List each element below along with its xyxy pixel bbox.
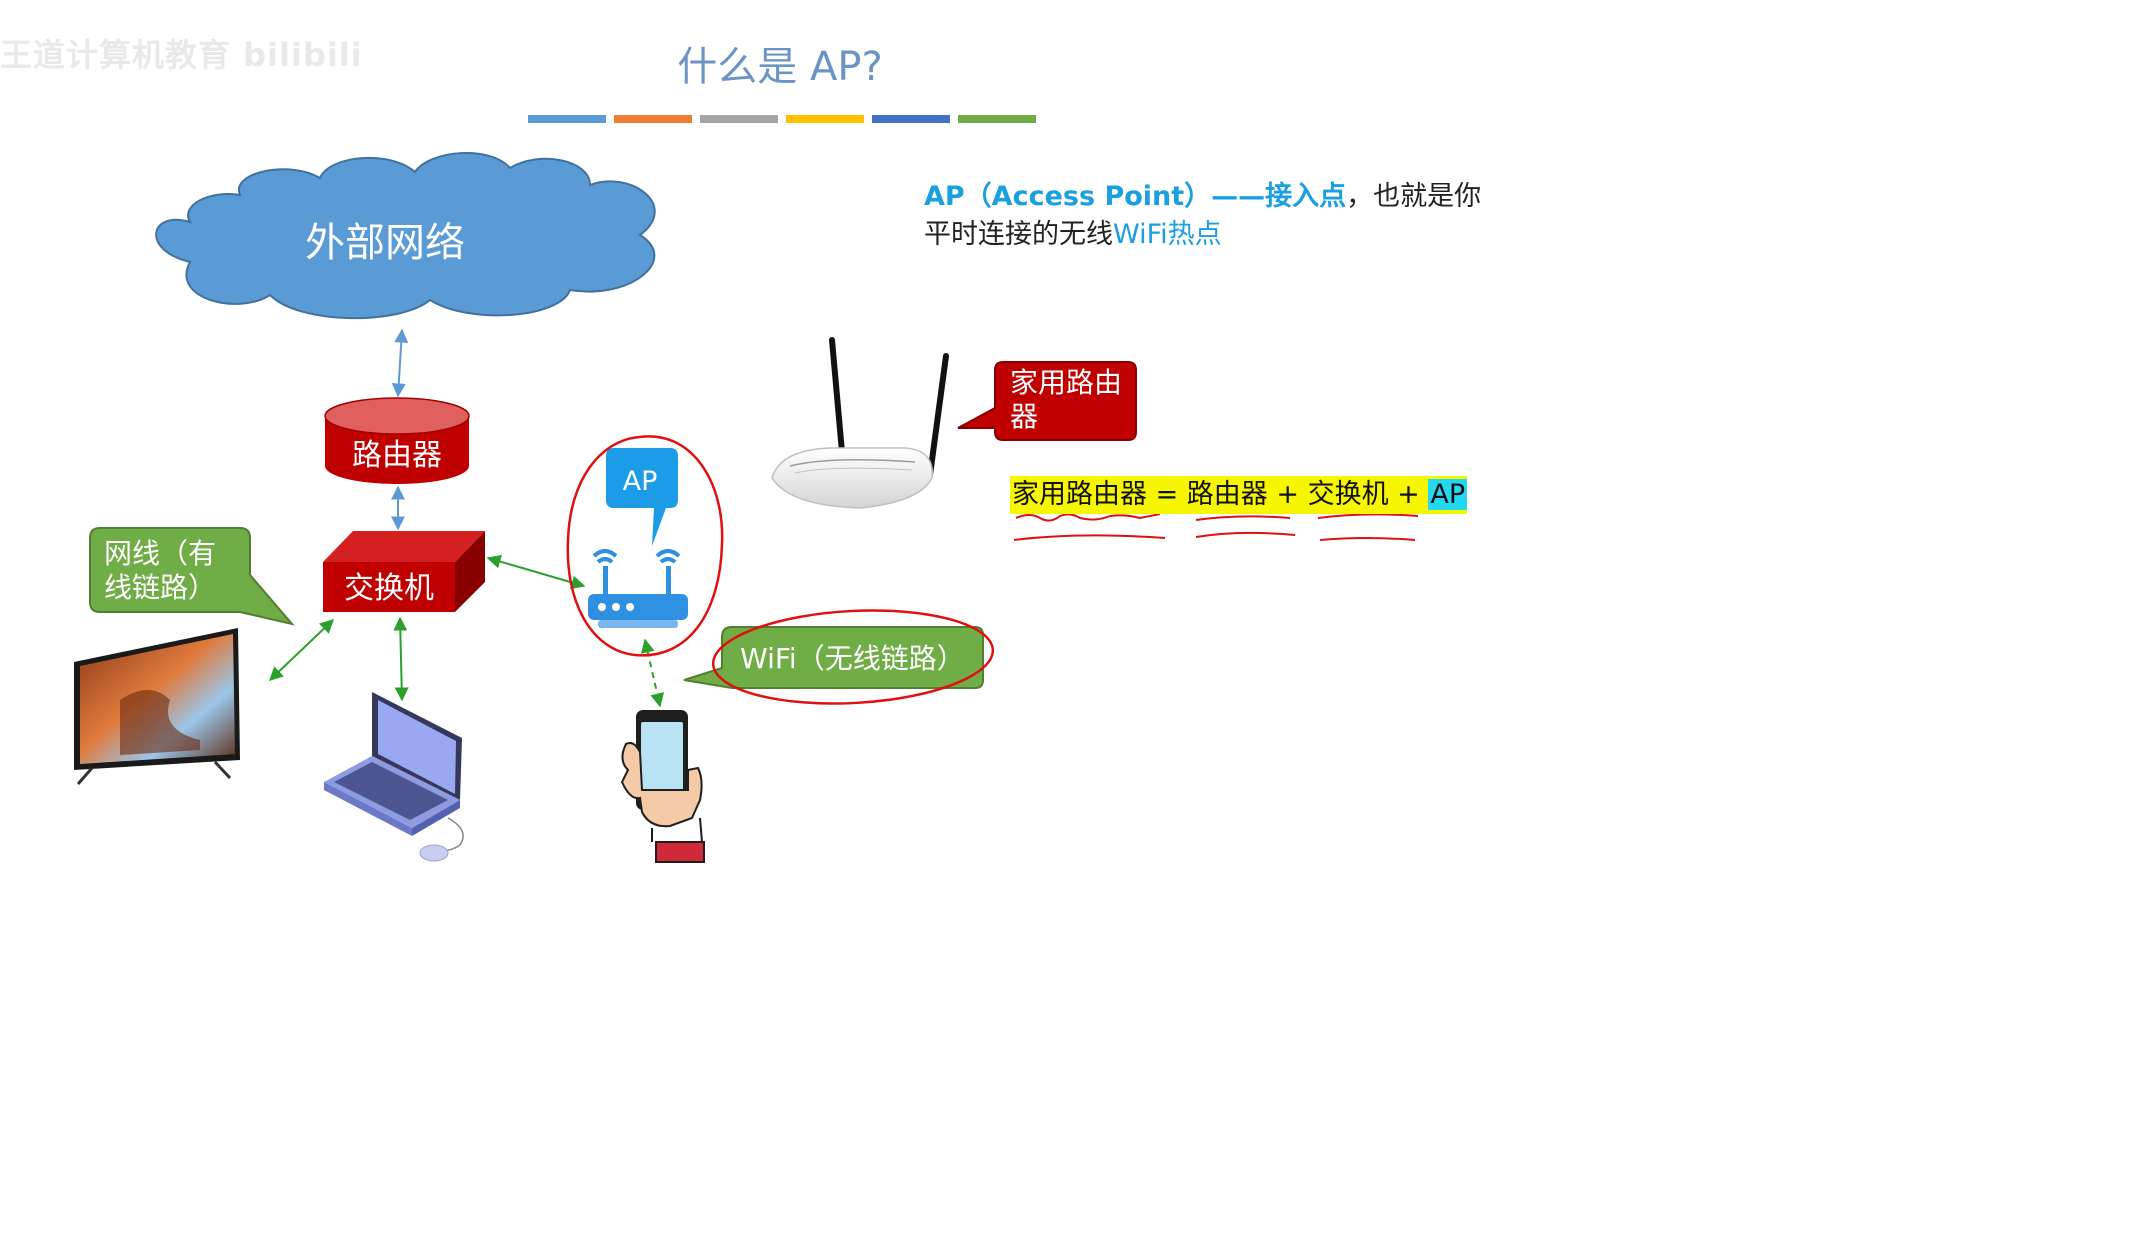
link-ap-phone-wifi xyxy=(640,638,665,708)
switch-box: 交换机 xyxy=(323,531,485,612)
ink-circle-ap xyxy=(566,435,724,657)
home-router-formula: 家用路由器 = 路由器 + 交换机 + AP xyxy=(1010,476,1468,514)
title-bar-segment xyxy=(958,115,1036,123)
smartphone-hand-icon xyxy=(620,710,705,863)
cloud-label: 外部网络 xyxy=(305,220,465,266)
wired-callout-label: 网线（有线链路） xyxy=(104,537,217,604)
watermark: 王道计算机教育 bilibili xyxy=(0,36,363,74)
ap-definition: AP（Access Point）——接入点，也就是你平时连接的无线WiFi热点 xyxy=(924,178,1494,254)
formula-ap: AP xyxy=(1428,479,1468,510)
ap-definition-term: AP（Access Point）——接入点 xyxy=(924,181,1347,212)
mouse-icon xyxy=(419,844,449,862)
external-network-cloud: 外部网络 xyxy=(155,151,656,320)
title-bar-segment xyxy=(528,115,606,123)
ap-definition-body: ，也就是你平时连接的无线 xyxy=(924,181,1482,250)
ink-circle-wifi xyxy=(711,609,995,705)
router-label: 路由器 xyxy=(352,438,442,473)
wifi-ap-icon xyxy=(588,549,688,628)
link-switch-laptop xyxy=(393,616,409,702)
home-router-icon xyxy=(771,337,949,509)
link-switch-ap xyxy=(486,554,586,590)
page-title: 什么是 AP? xyxy=(677,44,883,90)
router-cylinder: 路由器 xyxy=(324,397,470,484)
wifi-callout-label: WiFi（无线链路） xyxy=(740,642,965,675)
home-router-callout-label: 家用路由器 xyxy=(1010,366,1123,433)
title-color-bar xyxy=(528,115,1036,123)
title-bar-segment xyxy=(700,115,778,123)
title-bar-segment xyxy=(872,115,950,123)
formula-text: 家用路由器 = 路由器 + 交换机 + xyxy=(1012,479,1429,510)
wifi-link-callout: WiFi（无线链路） xyxy=(683,626,984,689)
ink-underlines xyxy=(1013,513,1419,541)
home-router-callout xyxy=(957,361,1137,441)
title-bar-segment xyxy=(786,115,864,123)
laptop-icon xyxy=(324,692,464,852)
ap-definition-wifi: WiFi热点 xyxy=(1113,219,1222,250)
wired-link-callout xyxy=(89,527,295,626)
title-bar-segment xyxy=(614,115,692,123)
link-switch-tv xyxy=(268,619,335,681)
link-cloud-router xyxy=(391,328,409,398)
diagram-canvas: 外部网络 路由器 交换机 AP xyxy=(74,115,1419,863)
switch-label: 交换机 xyxy=(344,571,434,606)
tv-icon xyxy=(74,628,240,785)
ap-callout: AP xyxy=(606,448,678,546)
ap-callout-label: AP xyxy=(623,466,658,497)
